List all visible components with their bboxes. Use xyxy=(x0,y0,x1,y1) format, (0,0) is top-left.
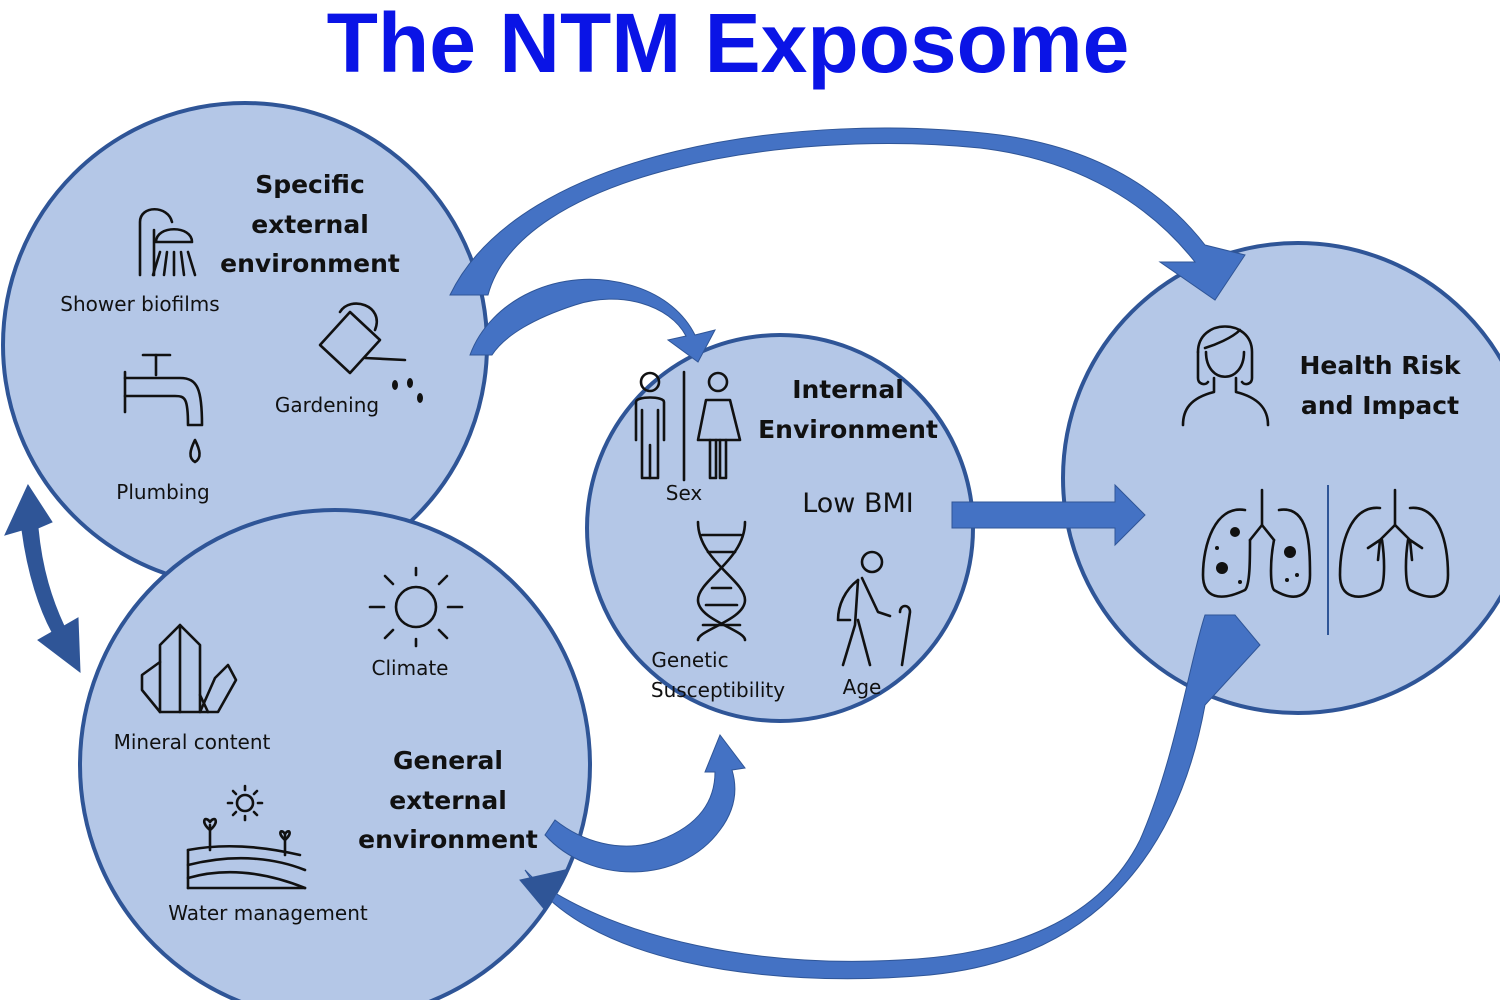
arrow-internal-to-health xyxy=(951,483,1146,547)
watering-can-icon xyxy=(318,302,423,403)
elderly-person-icon xyxy=(836,550,912,667)
genetic-label: Genetic xyxy=(651,648,728,672)
general-heading-line-2: external xyxy=(389,786,507,815)
specific-heading-line-1: Specific xyxy=(255,170,365,199)
plumbing-label: Plumbing xyxy=(116,480,209,504)
mineral-content-label: Mineral content xyxy=(114,730,271,754)
sex-label: Sex xyxy=(666,481,703,505)
sun-icon xyxy=(368,566,464,648)
low-bmi-label: Low BMI xyxy=(802,488,914,519)
health-heading-line-2: and Impact xyxy=(1301,391,1459,420)
internal-environment-circle xyxy=(585,333,975,723)
health-risk-circle xyxy=(1061,241,1500,715)
infected-lungs-icon xyxy=(1201,488,1312,598)
restroom-icon xyxy=(634,370,742,482)
specific-heading-line-2: external xyxy=(251,210,369,239)
farm-field-icon xyxy=(186,784,307,890)
general-heading-line-3: environment xyxy=(358,825,538,854)
arrow-general-to-internal xyxy=(544,733,746,873)
general-heading-line-1: General xyxy=(393,746,503,775)
specific-environment-circle xyxy=(1,101,489,589)
internal-heading-line-2: Environment xyxy=(758,415,938,444)
dna-icon xyxy=(696,520,747,642)
arrow-general-to-health xyxy=(524,614,1261,980)
arrow-specific-general-bidirectional xyxy=(4,483,81,674)
arrow-health-to-general-head xyxy=(519,869,566,911)
diagram-title: The NTM Exposome xyxy=(327,0,1130,90)
age-label: Age xyxy=(843,675,882,699)
arrow-specific-to-internal xyxy=(469,278,716,363)
crystal-icon xyxy=(140,623,238,714)
general-environment-circle xyxy=(78,508,592,1000)
climate-label: Climate xyxy=(372,656,449,680)
shower-icon xyxy=(138,207,197,277)
faucet-icon xyxy=(123,353,204,464)
health-heading-line-1: Health Risk xyxy=(1299,351,1461,380)
specific-heading-line-3: environment xyxy=(220,249,400,278)
gardening-label: Gardening xyxy=(275,393,379,417)
woman-icon xyxy=(1181,325,1270,427)
internal-heading-line-1: Internal xyxy=(792,375,904,404)
shower-biofilms-label: Shower biofilms xyxy=(60,292,219,316)
water-management-label: Water management xyxy=(168,901,368,925)
susceptibility-label: Susceptibility xyxy=(651,678,785,702)
arrow-specific-to-health xyxy=(449,127,1246,301)
healthy-lungs-icon xyxy=(1338,488,1450,598)
